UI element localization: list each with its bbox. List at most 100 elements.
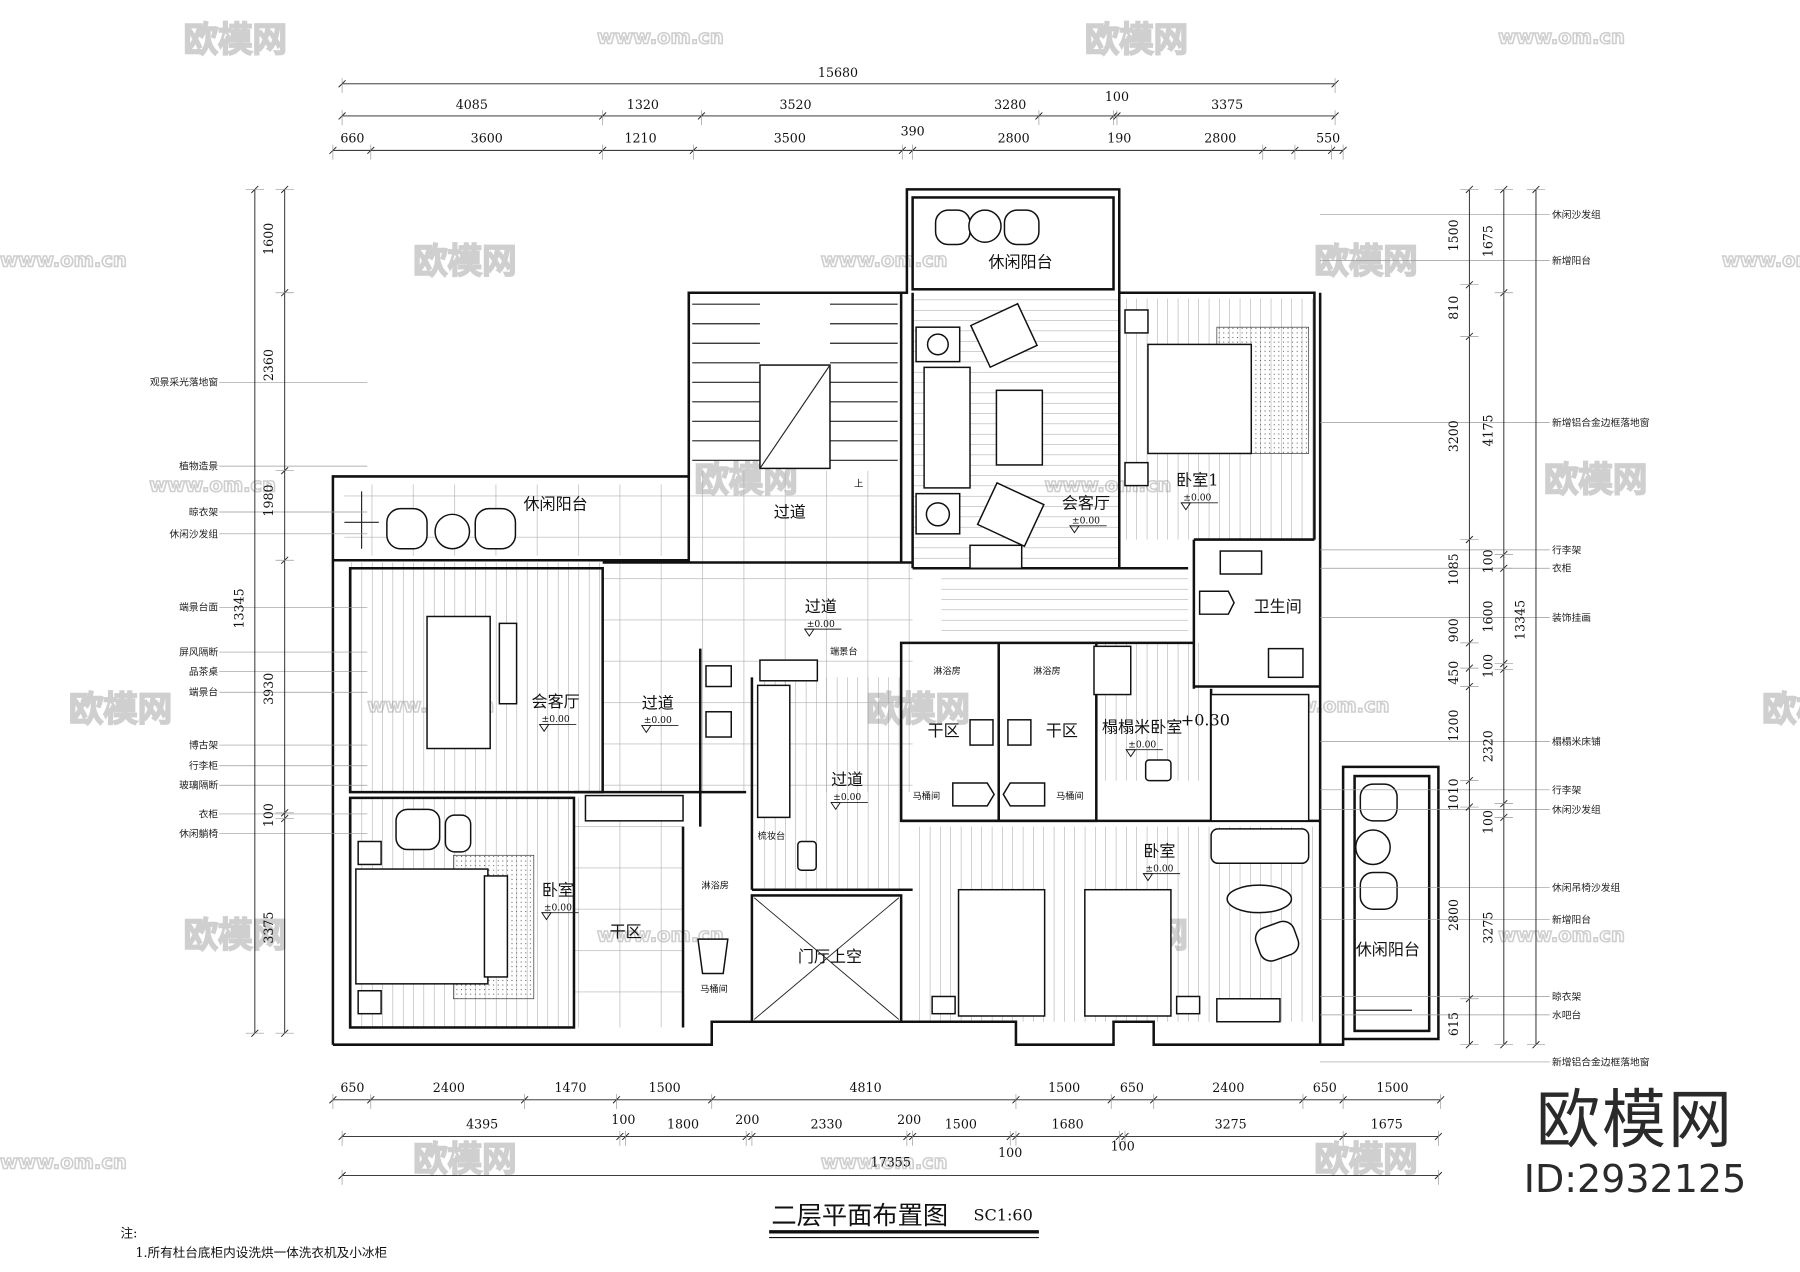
dimension-label: 2320: [1480, 730, 1495, 762]
room-label: 淋浴房: [1033, 665, 1061, 677]
sofa: [923, 366, 971, 489]
tea-table: [426, 615, 491, 750]
room-label: 卫生间: [1254, 597, 1302, 616]
dimension-label: 3375: [1211, 97, 1243, 112]
dimension-label: 100: [1105, 89, 1129, 104]
watermark-url: www.om.cn: [821, 1151, 948, 1174]
dimension-label: 3280: [994, 97, 1026, 112]
watermark-logo: 欧模网: [1762, 690, 1800, 730]
room-label: 梳妆台: [758, 830, 786, 842]
dimension-label: 200: [897, 1112, 921, 1127]
room-label: 马桶间: [1056, 790, 1084, 802]
room-labels: 休闲阳台过道会客厅±0.00卧室1±0.00卫生间过道±0.00端景台淋浴房淋浴…: [523, 252, 1420, 994]
room-level: ±0.00: [542, 714, 570, 725]
room-label: 会客厅: [532, 692, 580, 711]
dimension-label: 2400: [1212, 1080, 1244, 1095]
dimension-label: 2800: [1446, 899, 1461, 931]
dimension-label: 1675: [1480, 225, 1495, 257]
room-level: ±0.00: [1128, 739, 1156, 750]
room-label: 马桶间: [913, 790, 941, 802]
dimension-label: 1500: [649, 1080, 681, 1095]
dimension-label: 2800: [1204, 130, 1236, 145]
annotation-right: 水吧台: [1552, 1008, 1581, 1021]
room-label: 淋浴房: [701, 880, 729, 892]
dimension-label: 1320: [627, 97, 659, 112]
annotation-left: 行李柜: [189, 759, 218, 772]
dimension-label: 100: [1480, 810, 1495, 834]
bed: [1084, 888, 1172, 1017]
dimension-label: 1470: [554, 1080, 586, 1095]
annotation-right: 休闲沙发组: [1552, 208, 1601, 221]
bed: [1147, 343, 1253, 455]
dimension-label: 1500: [1048, 1080, 1080, 1095]
annotation-right: 新增阳台: [1552, 913, 1591, 926]
annotation-leaders: 观景采光落地窗植物造景晾衣架休闲沙发组端景台面屏风隔断品茶桌端景台博古架行李柜玻…: [150, 208, 1650, 1068]
annotation-right: 新增铝合金边框落地窗: [1552, 1055, 1649, 1068]
dimension-label: 3600: [471, 130, 503, 145]
dimension-label: 450: [1446, 661, 1461, 685]
dimension-label: 660: [340, 130, 364, 145]
annotation-left: 博古架: [189, 739, 218, 752]
annotation-left: 端景台: [189, 686, 218, 699]
brand-watermark: 欧模网 ID:2932125: [1515, 1085, 1755, 1201]
dimension-label: 4810: [850, 1080, 882, 1095]
room-label: 马桶间: [700, 983, 728, 995]
dimension-label: 2360: [261, 349, 276, 381]
dimension-label: 1600: [261, 223, 276, 255]
dimension-label: 100: [611, 1112, 635, 1127]
annotation-right: 新增铝合金边框落地窗: [1552, 416, 1649, 429]
bed: [355, 868, 489, 985]
room-level: ±0.00: [1183, 493, 1211, 504]
dimension-label: 13345: [231, 588, 246, 628]
chair: [474, 507, 517, 550]
annotation-left: 玻璃隔断: [179, 779, 218, 792]
dimension-label: 17355: [871, 1154, 911, 1169]
bed: [957, 888, 1046, 1017]
annotation-right: 晾衣架: [1552, 990, 1581, 1003]
watermark-logo: 欧模网: [1544, 460, 1647, 500]
model-id: ID:2932125: [1523, 1157, 1747, 1201]
watermark-logo: 欧模网: [184, 916, 287, 956]
annotation-left: 休闲躺椅: [179, 827, 218, 840]
annotation-left: 植物造景: [179, 460, 218, 473]
watermark-logo: 欧模网: [1314, 242, 1417, 282]
watermark-url: www.om.cn: [1722, 248, 1800, 271]
annotation-left: 品茶桌: [189, 665, 218, 678]
dimension-label: 3375: [261, 912, 276, 944]
watermark-logo: 欧模网: [1085, 21, 1188, 61]
bed: [1210, 693, 1310, 822]
watermark-url: www.om.cn: [0, 1151, 127, 1174]
dimension-label: 3200: [1446, 420, 1461, 452]
dimension-label: 190: [1107, 130, 1131, 145]
room-label: 干区: [928, 721, 960, 740]
room-label: 休闲阳台: [523, 495, 587, 514]
dimension-label: 1600: [1480, 600, 1495, 632]
dimension-label: 2800: [998, 130, 1030, 145]
room-label: 休闲阳台: [988, 252, 1052, 271]
room-label: 端景台: [830, 645, 858, 657]
room-label: 榻榻米卧室: [1102, 717, 1182, 736]
dimension-label: 900: [1446, 618, 1461, 642]
room-label: +0.30: [1181, 711, 1230, 730]
dimension-label: 100: [998, 1145, 1022, 1160]
room-label: 过道: [642, 693, 674, 712]
dimension-label: 4175: [1480, 414, 1495, 446]
room-label: 会客厅: [1062, 494, 1110, 513]
annotation-right: 休闲沙发组: [1552, 803, 1601, 816]
dimension-label: 550: [1316, 130, 1340, 145]
annotation-left: 晾衣架: [189, 505, 218, 518]
dimension-label: 650: [1313, 1080, 1337, 1095]
room-label: 过道: [774, 503, 806, 522]
dimension-label: 1210: [625, 130, 657, 145]
note-item: 1.所有杜台底柜内设洗烘一体洗衣机及小冰柜: [135, 1245, 387, 1260]
annotation-right: 新增阳台: [1552, 254, 1591, 267]
dimension-label: 1800: [667, 1116, 699, 1131]
chair: [386, 507, 428, 550]
dimension-label: 1680: [1052, 1116, 1084, 1131]
dimension-label: 3930: [261, 673, 276, 705]
room-label: 干区: [1046, 721, 1078, 740]
watermark-url: www.om.cn: [597, 26, 724, 49]
watermark-url: www.om.cn: [0, 248, 127, 271]
